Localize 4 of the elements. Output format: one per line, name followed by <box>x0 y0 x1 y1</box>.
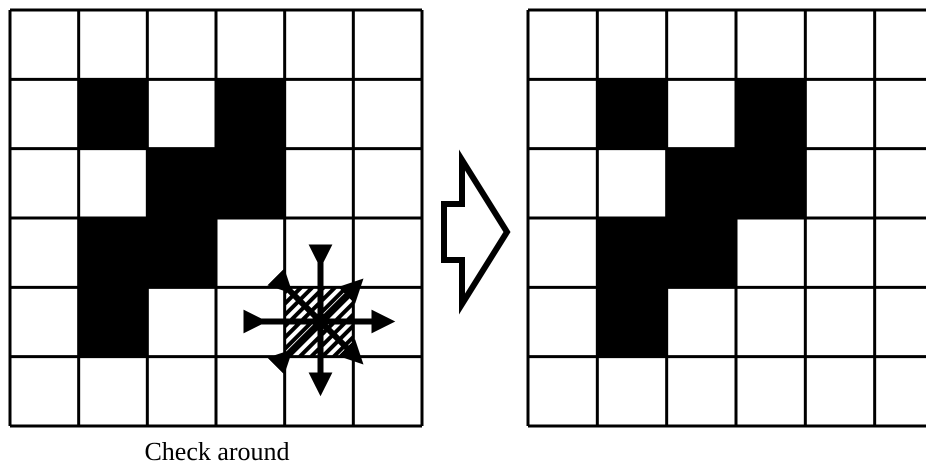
pixel-grid <box>10 10 422 426</box>
pixel-grid <box>528 10 926 426</box>
caption: Check around <box>143 437 291 467</box>
block-arrow <box>441 150 511 314</box>
